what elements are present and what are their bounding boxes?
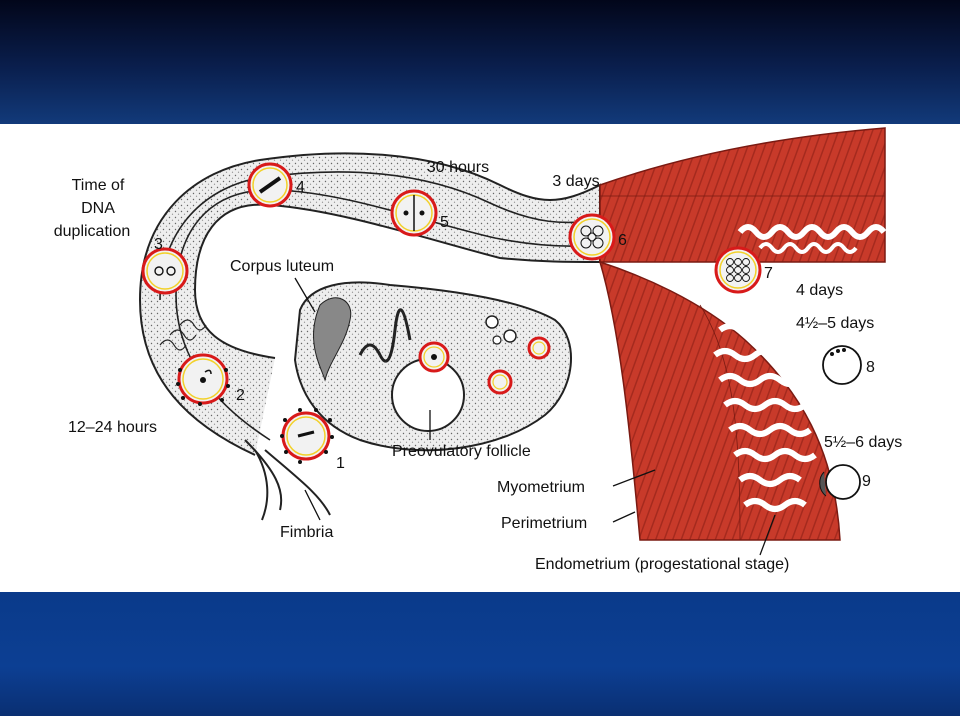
stage-number-6: 6: [618, 232, 627, 249]
label-duplication: duplication: [54, 223, 131, 240]
label-fimbria: Fimbria: [280, 524, 333, 541]
fertilization-diagram: Time of DNA duplication 30 hours 3 days …: [54, 127, 902, 573]
stage-number-3: 3: [154, 236, 163, 253]
stage-number-7: 7: [764, 265, 773, 282]
label-dna: DNA: [81, 200, 115, 217]
stage-number-4: 4: [296, 179, 305, 196]
label-30-hours: 30 hours: [427, 159, 489, 176]
stage-number-2: 2: [236, 387, 245, 404]
label-45-5-days: 4½–5 days: [796, 315, 874, 332]
stage-5-two-cell: [390, 189, 438, 237]
stage-2-oocyte: [159, 319, 230, 406]
follicle-small-highlight-2: [487, 369, 513, 395]
stage-4-first-division: [247, 162, 293, 208]
uterus-upper-wall: [599, 127, 887, 263]
stage-7-morula: [714, 246, 762, 294]
label-myometrium: Myometrium: [497, 479, 585, 496]
stage-3-pronuclei: [141, 247, 189, 295]
label-4-days: 4 days: [796, 282, 843, 299]
label-12-24-hours: 12–24 hours: [68, 419, 157, 436]
label-time-of: Time of: [72, 177, 125, 194]
label-3-days: 3 days: [552, 173, 599, 190]
stage-number-9: 9: [862, 473, 871, 490]
diagram-canvas: Time of DNA duplication 30 hours 3 days …: [0, 124, 960, 592]
label-55-6-days: 5½–6 days: [824, 434, 902, 451]
follicle-oocyte-highlight: [418, 341, 450, 373]
stage-number-1: 1: [336, 455, 345, 472]
uterus-lower-wall: [598, 260, 841, 541]
top-band: [0, 0, 960, 124]
label-preovulatory-follicle: Preovulatory follicle: [392, 443, 531, 460]
bottom-band: [0, 592, 960, 716]
stage-number-5: 5: [440, 214, 449, 231]
stage-6-morula: [568, 213, 616, 261]
label-endometrium: Endometrium (progestational stage): [535, 556, 789, 573]
stage-1-zygote: [280, 408, 334, 464]
label-corpus-luteum: Corpus luteum: [230, 258, 334, 275]
fimbria: [244, 439, 331, 521]
leader-lines: [294, 277, 776, 556]
label-perimetrium: Perimetrium: [501, 515, 587, 532]
stage-9-implantation: [819, 464, 861, 500]
follicle-small-highlight-1: [527, 336, 551, 360]
stage-8-blastocyst: [822, 345, 862, 385]
stage-number-8: 8: [866, 359, 875, 376]
